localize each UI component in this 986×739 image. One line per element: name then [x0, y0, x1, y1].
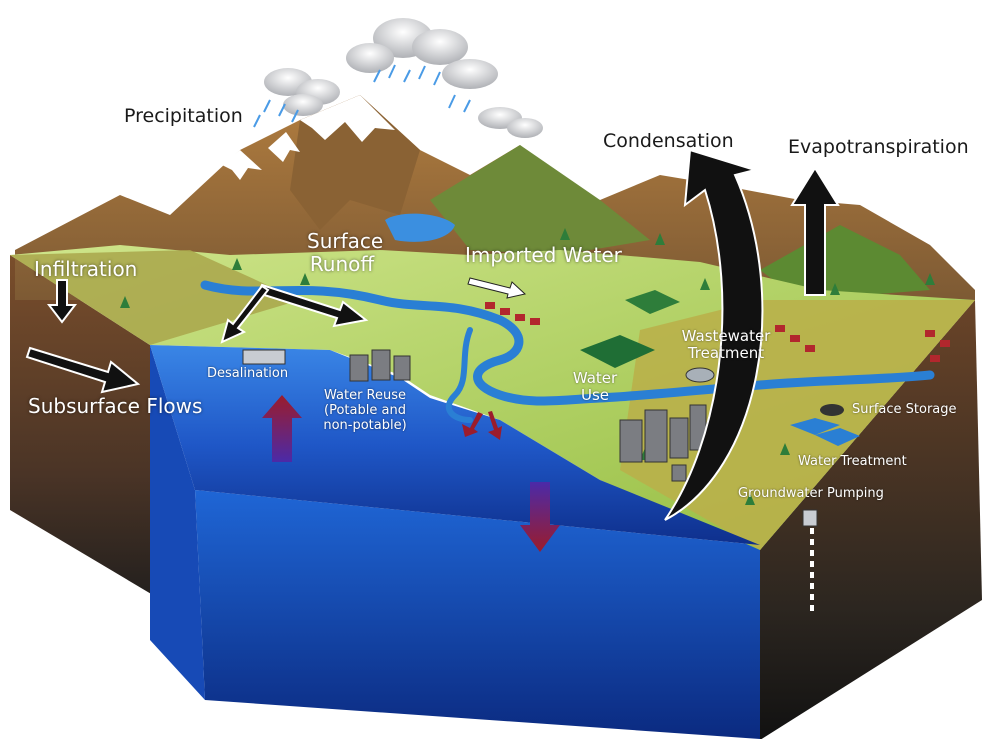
label-water-use-line1: Water — [572, 369, 618, 387]
left-earth-side — [10, 255, 195, 620]
hill-green-right — [760, 225, 930, 300]
label-water-treatment: Water Treatment — [798, 454, 907, 469]
label-surface-runoff-line1: Surface — [307, 229, 384, 253]
label-desalination: Desalination — [207, 366, 289, 381]
river-branch — [445, 327, 473, 423]
label-imported-water: Imported Water — [465, 243, 622, 267]
label-infiltration: Infiltration — [34, 257, 138, 281]
clouds — [264, 18, 543, 138]
surface-runoff-arrow-1 — [256, 283, 369, 328]
mountain-green-right — [430, 145, 650, 255]
label-water-reuse-line2: (Potable and — [324, 402, 406, 418]
label-surface-runoff: Surface Runoff — [307, 229, 384, 276]
label-wastewater-line1: Wastewater — [681, 327, 771, 345]
reservoir — [385, 213, 455, 242]
river — [200, 280, 935, 406]
imported-water-arrow — [467, 277, 527, 299]
label-condensation: Condensation — [603, 130, 734, 152]
label-water-reuse-line1: Water Reuse — [323, 388, 407, 403]
infiltration-arrow — [46, 279, 78, 324]
condensation-arrow — [664, 148, 764, 521]
ocean-front-face — [195, 490, 760, 739]
ocean-surface — [150, 345, 760, 545]
label-water-use-line2: Use — [580, 386, 610, 405]
surface-runoff-arrow-2 — [220, 284, 270, 344]
subsurface-flows-arrow — [25, 346, 141, 394]
label-evapotranspiration: Evapotranspiration — [788, 136, 969, 158]
ocean-left-face — [150, 345, 205, 700]
label-surface-runoff-line2: Runoff — [309, 252, 375, 276]
ocean-down-arrow — [520, 482, 560, 552]
river-outflow-arrows — [462, 411, 502, 440]
label-wastewater-treatment: Wastewater Treatment — [676, 327, 776, 363]
fields — [580, 290, 680, 368]
label-groundwater-pumping: Groundwater Pumping — [738, 486, 884, 501]
evapotranspiration-arrow — [790, 166, 840, 296]
label-wastewater-line2: Treatment — [687, 344, 765, 363]
snow-cap-3 — [268, 132, 300, 162]
right-earth-side — [760, 300, 982, 739]
rain — [253, 64, 471, 128]
ocean-up-arrow — [262, 395, 302, 462]
treatment-structures — [242, 349, 860, 527]
label-water-reuse-line3: non-potable) — [323, 417, 407, 433]
snow-cap-1 — [300, 95, 395, 142]
label-water-reuse: Water Reuse (Potable and non-potable) — [310, 388, 420, 434]
label-surface-storage: Surface Storage — [852, 402, 957, 417]
label-precipitation: Precipitation — [124, 105, 243, 127]
houses — [485, 302, 950, 362]
label-subsurface-flows: Subsurface Flows — [28, 394, 203, 418]
snow-cap-2 — [222, 150, 262, 180]
label-water-use: Water Use — [565, 369, 625, 405]
